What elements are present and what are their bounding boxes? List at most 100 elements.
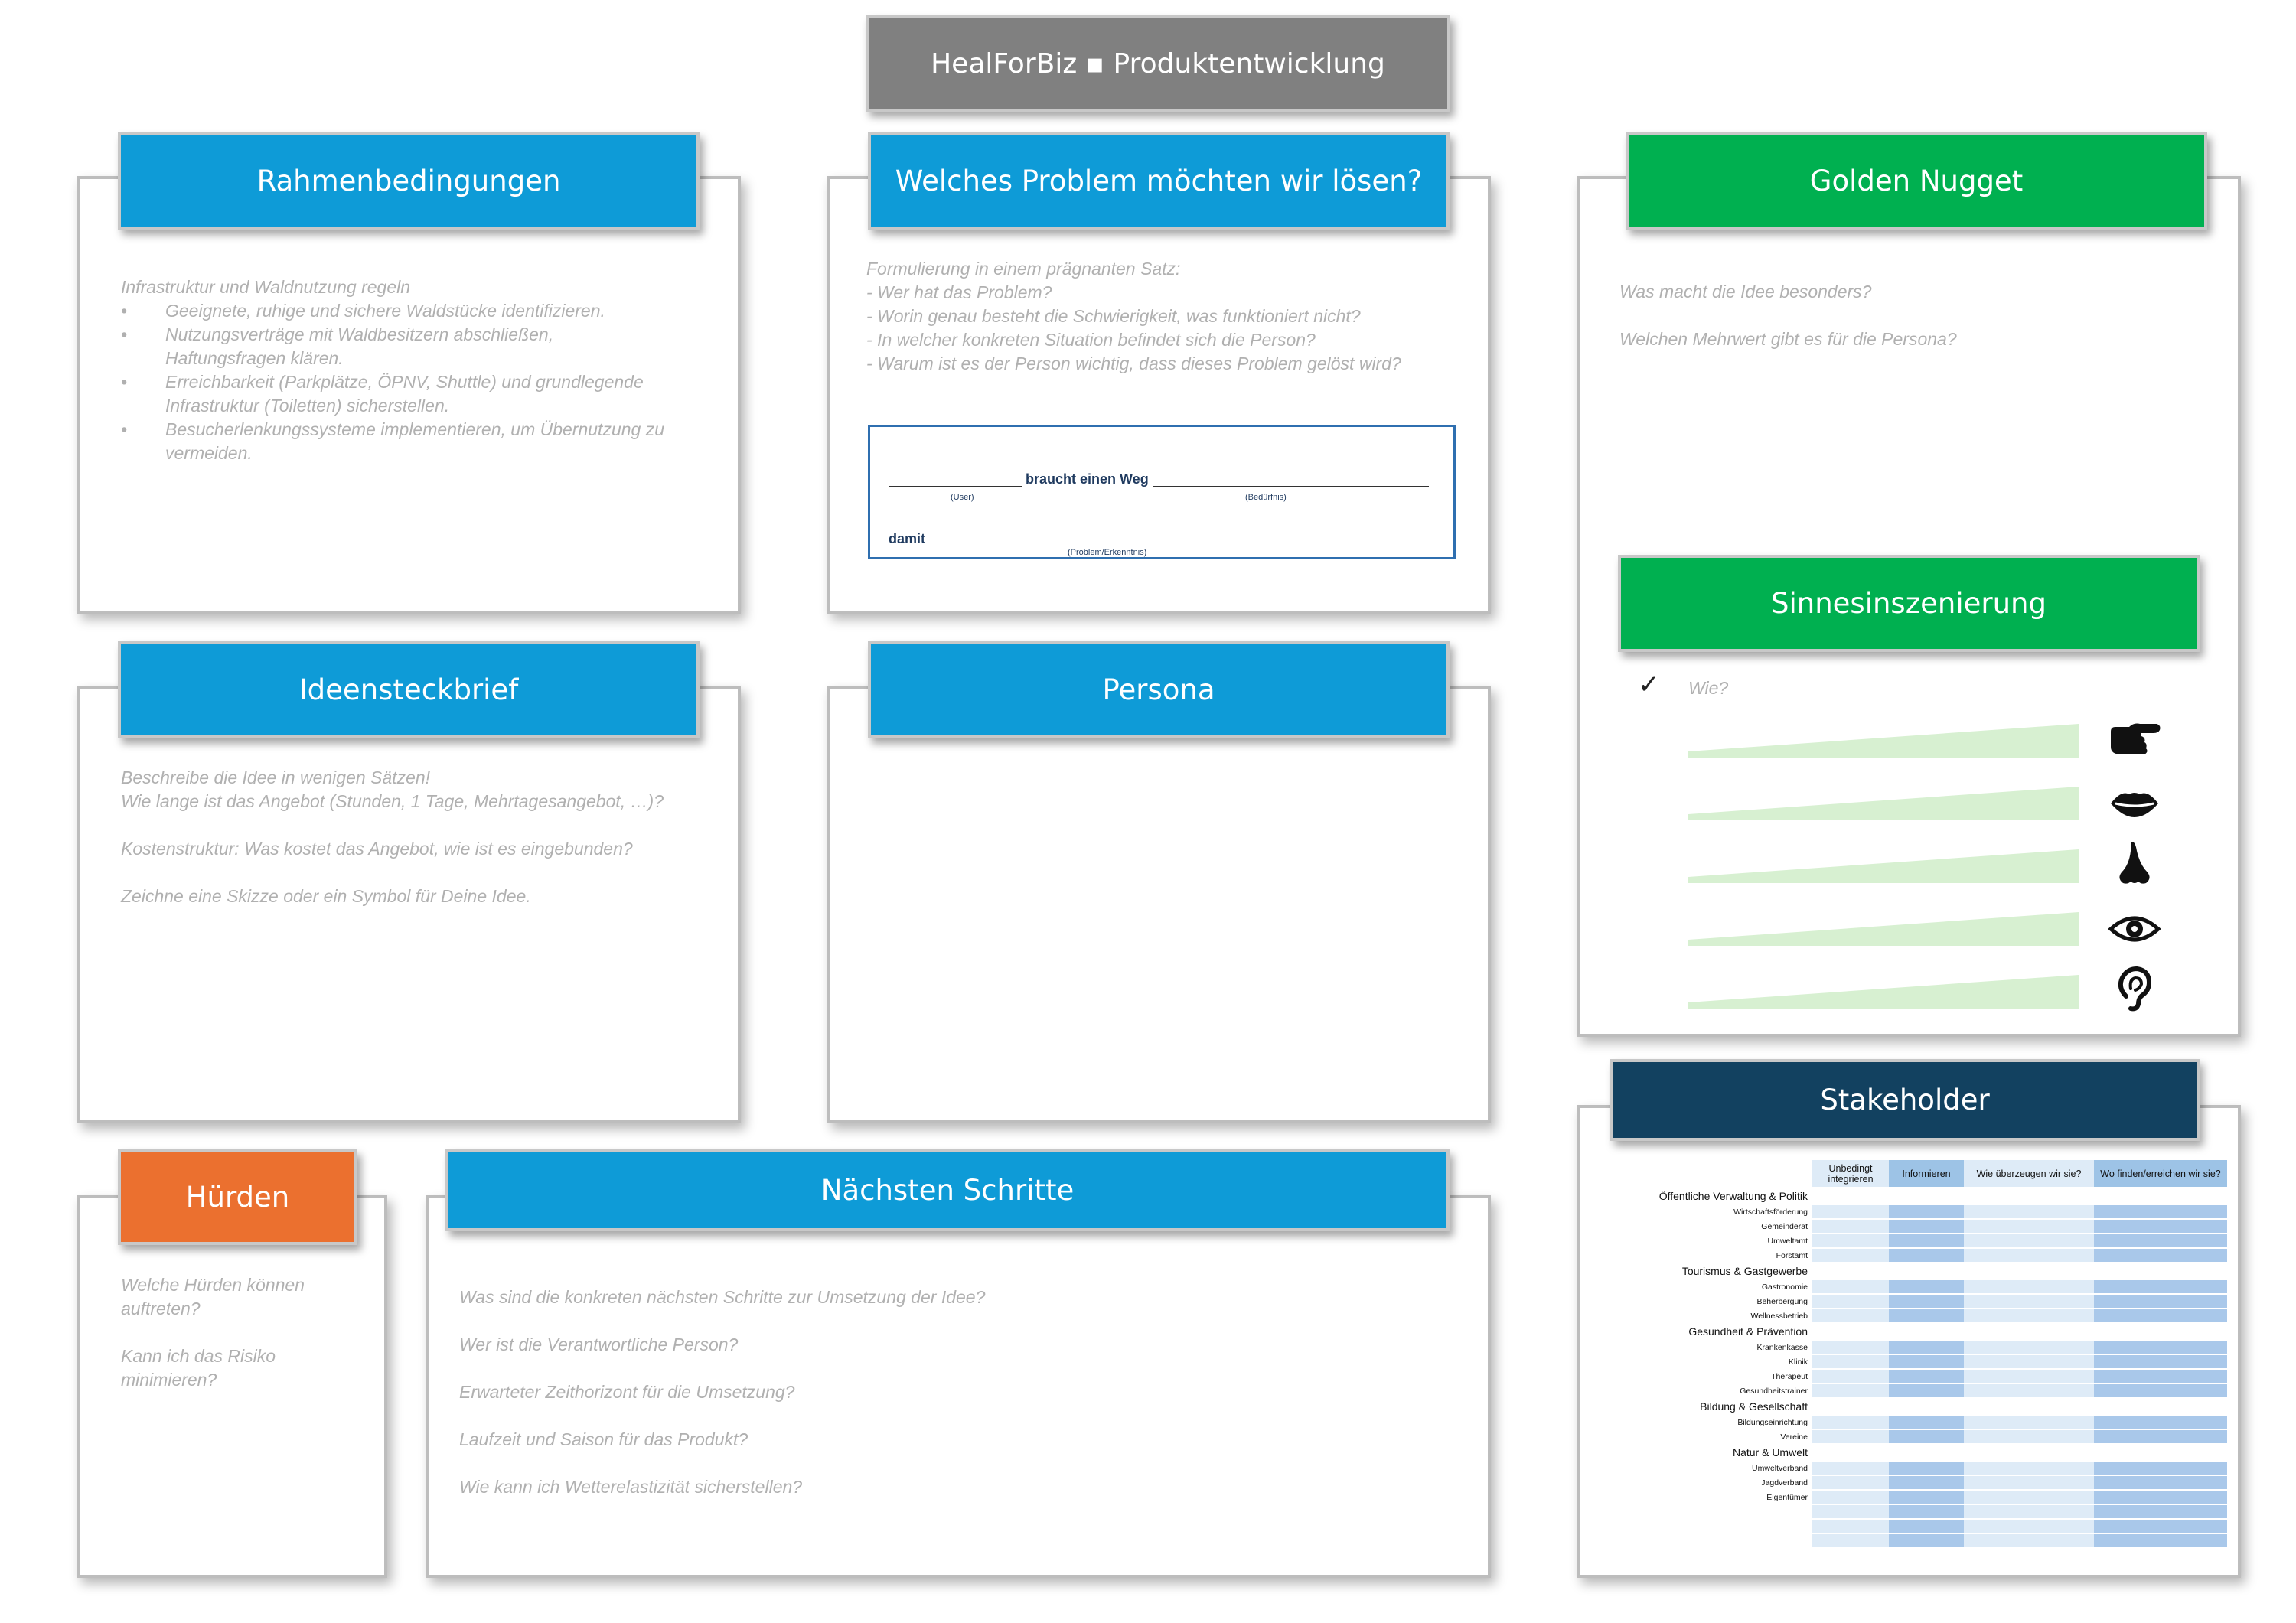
cell[interactable] bbox=[1889, 1279, 1964, 1295]
cell[interactable] bbox=[1812, 1383, 1889, 1399]
table-row: Wellnessbetrieb bbox=[1639, 1309, 2227, 1324]
cell[interactable] bbox=[1812, 1429, 1889, 1445]
cell[interactable] bbox=[1964, 1234, 2094, 1249]
cell[interactable] bbox=[1889, 1234, 1964, 1249]
sinne-header-text: Sinnesinszenierung bbox=[1771, 587, 2047, 620]
cell[interactable] bbox=[2094, 1461, 2227, 1476]
cell[interactable] bbox=[1889, 1340, 1964, 1355]
cell[interactable] bbox=[1964, 1383, 2094, 1399]
cell[interactable] bbox=[1812, 1519, 1889, 1534]
cell[interactable] bbox=[2094, 1204, 2227, 1220]
group-row: Bildung & Gesellschaft bbox=[1639, 1398, 2227, 1416]
cell[interactable] bbox=[1889, 1309, 1964, 1324]
cell[interactable] bbox=[2094, 1340, 2227, 1355]
cell[interactable] bbox=[2094, 1279, 2227, 1295]
cell[interactable] bbox=[1964, 1219, 2094, 1234]
table-row: Wirtschaftsförderung bbox=[1639, 1204, 2227, 1220]
cell[interactable] bbox=[1964, 1461, 2094, 1476]
cell[interactable] bbox=[2094, 1294, 2227, 1309]
need-caption: (Bedürfnis) bbox=[1245, 493, 1287, 502]
schritte-header-text: Nächsten Schritte bbox=[820, 1174, 1075, 1207]
cell[interactable] bbox=[1964, 1429, 2094, 1445]
cell[interactable] bbox=[1889, 1490, 1964, 1505]
user-caption: (User) bbox=[951, 493, 974, 502]
cell[interactable] bbox=[1889, 1204, 1964, 1220]
cell[interactable] bbox=[1964, 1248, 2094, 1263]
cell[interactable] bbox=[2094, 1490, 2227, 1505]
cell[interactable] bbox=[1964, 1294, 2094, 1309]
lips-icon bbox=[2111, 793, 2158, 817]
cell[interactable] bbox=[1964, 1490, 2094, 1505]
cell[interactable] bbox=[2094, 1309, 2227, 1324]
cell[interactable] bbox=[2094, 1519, 2227, 1534]
cell[interactable] bbox=[1812, 1248, 1889, 1263]
stakeholder-label: Wirtschaftsförderung bbox=[1639, 1204, 1812, 1220]
cell[interactable] bbox=[1889, 1383, 1964, 1399]
cell[interactable] bbox=[2094, 1354, 2227, 1370]
cell[interactable] bbox=[1964, 1519, 2094, 1534]
board-title: HealForBiz ▪ Produktentwicklung bbox=[866, 15, 1450, 112]
cell[interactable] bbox=[1964, 1533, 2094, 1549]
col-reach: Wo finden/erreichen wir sie? bbox=[2094, 1160, 2227, 1188]
cell[interactable] bbox=[1812, 1279, 1889, 1295]
cell[interactable] bbox=[1964, 1369, 2094, 1384]
insight-caption: (Problem/Erkenntnis) bbox=[1068, 548, 1147, 557]
cell[interactable] bbox=[1812, 1204, 1889, 1220]
rahmen-header: Rahmenbedingungen bbox=[118, 132, 700, 230]
cell[interactable] bbox=[1964, 1309, 2094, 1324]
cell[interactable] bbox=[1812, 1415, 1889, 1430]
cell[interactable] bbox=[1889, 1415, 1964, 1430]
cell[interactable] bbox=[2094, 1533, 2227, 1549]
cell[interactable] bbox=[2094, 1383, 2227, 1399]
cell[interactable] bbox=[2094, 1415, 2227, 1430]
cell[interactable] bbox=[1889, 1519, 1964, 1534]
cell[interactable] bbox=[1812, 1461, 1889, 1476]
cell[interactable] bbox=[1889, 1475, 1964, 1491]
cell[interactable] bbox=[2094, 1475, 2227, 1491]
cell[interactable] bbox=[1889, 1354, 1964, 1370]
cell[interactable] bbox=[2094, 1429, 2227, 1445]
idee-line: Beschreibe die Idee in wenigen Sätzen! bbox=[121, 768, 431, 787]
sinne-wie: Wie? bbox=[1688, 678, 1729, 698]
cell[interactable] bbox=[1889, 1429, 1964, 1445]
cell[interactable] bbox=[1889, 1533, 1964, 1549]
cell[interactable] bbox=[1812, 1234, 1889, 1249]
cell[interactable] bbox=[1964, 1279, 2094, 1295]
cell[interactable] bbox=[1964, 1504, 2094, 1520]
cell[interactable] bbox=[1812, 1294, 1889, 1309]
cell[interactable] bbox=[1812, 1490, 1889, 1505]
problem-header-text: Welches Problem möchten wir lösen? bbox=[895, 165, 1423, 197]
rahmen-bullet: Besucherlenkungssysteme implementieren, … bbox=[121, 418, 701, 465]
nugget-header-text: Golden Nugget bbox=[1809, 165, 2024, 197]
sense-scale-wedge bbox=[1688, 724, 2079, 758]
cell[interactable] bbox=[2094, 1248, 2227, 1263]
cell[interactable] bbox=[1812, 1369, 1889, 1384]
problem-statement-template: braucht einen Weg (User) (Bedürfnis) dam… bbox=[868, 425, 1456, 559]
schritte-item: Laufzeit und Saison für das Produkt? bbox=[459, 1429, 748, 1449]
cell[interactable] bbox=[2094, 1369, 2227, 1384]
cell[interactable] bbox=[1812, 1309, 1889, 1324]
cell[interactable] bbox=[1889, 1504, 1964, 1520]
cell[interactable] bbox=[1812, 1219, 1889, 1234]
cell[interactable] bbox=[1812, 1475, 1889, 1491]
cell[interactable] bbox=[1812, 1354, 1889, 1370]
cell[interactable] bbox=[1964, 1475, 2094, 1491]
cell[interactable] bbox=[2094, 1219, 2227, 1234]
blank-need-line bbox=[1153, 486, 1429, 487]
cell[interactable] bbox=[2094, 1504, 2227, 1520]
cell[interactable] bbox=[1812, 1504, 1889, 1520]
rahmen-bullet: Geeignete, ruhige und sichere Waldstücke… bbox=[121, 299, 703, 323]
cell[interactable] bbox=[1889, 1294, 1964, 1309]
cell[interactable] bbox=[1964, 1415, 2094, 1430]
cell[interactable] bbox=[1812, 1340, 1889, 1355]
cell[interactable] bbox=[1889, 1219, 1964, 1234]
cell[interactable] bbox=[1889, 1461, 1964, 1476]
cell[interactable] bbox=[2094, 1234, 2227, 1249]
cell[interactable] bbox=[1964, 1354, 2094, 1370]
cell[interactable] bbox=[1964, 1204, 2094, 1220]
cell[interactable] bbox=[1812, 1533, 1889, 1549]
cell[interactable] bbox=[1889, 1248, 1964, 1263]
cell[interactable] bbox=[1889, 1369, 1964, 1384]
problem-line: - In welcher konkreten Situation befinde… bbox=[866, 330, 1316, 350]
cell[interactable] bbox=[1964, 1340, 2094, 1355]
